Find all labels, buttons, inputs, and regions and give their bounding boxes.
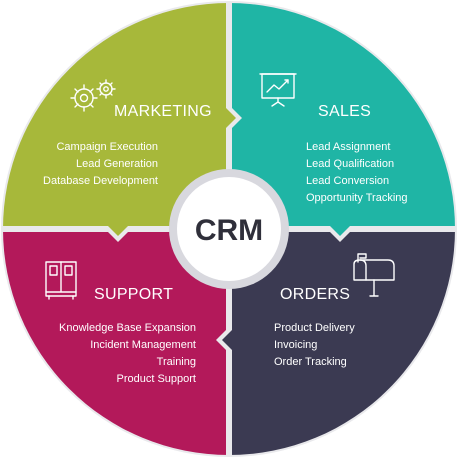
sales-item: Lead Conversion [306,175,389,187]
sales-item: Lead Qualification [306,158,394,170]
marketing-item: Database Development [43,175,158,187]
orders-title: ORDERS [280,286,350,303]
gears-icon [70,79,116,112]
center-label: CRM [195,214,263,247]
marketing-item: Lead Generation [76,158,158,170]
center-circle [177,177,281,281]
cabinet-icon [45,261,77,300]
support-item: Product Support [117,373,197,385]
sales-item: Opportunity Tracking [306,192,408,204]
orders-item: Product Delivery [274,322,355,334]
support-item: Knowledge Base Expansion [59,322,196,334]
orders-item: Invoicing [274,339,317,351]
presentation-chart-icon [259,73,297,107]
sales-title: SALES [318,103,371,120]
marketing-title: MARKETING [114,103,212,120]
marketing-item: Campaign Execution [56,141,158,153]
support-title: SUPPORT [94,286,173,303]
mailbox-icon [353,253,395,297]
orders-item: Order Tracking [274,356,347,368]
support-item: Training [157,356,196,368]
sales-item: Lead Assignment [306,141,390,153]
support-item: Incident Management [90,339,196,351]
